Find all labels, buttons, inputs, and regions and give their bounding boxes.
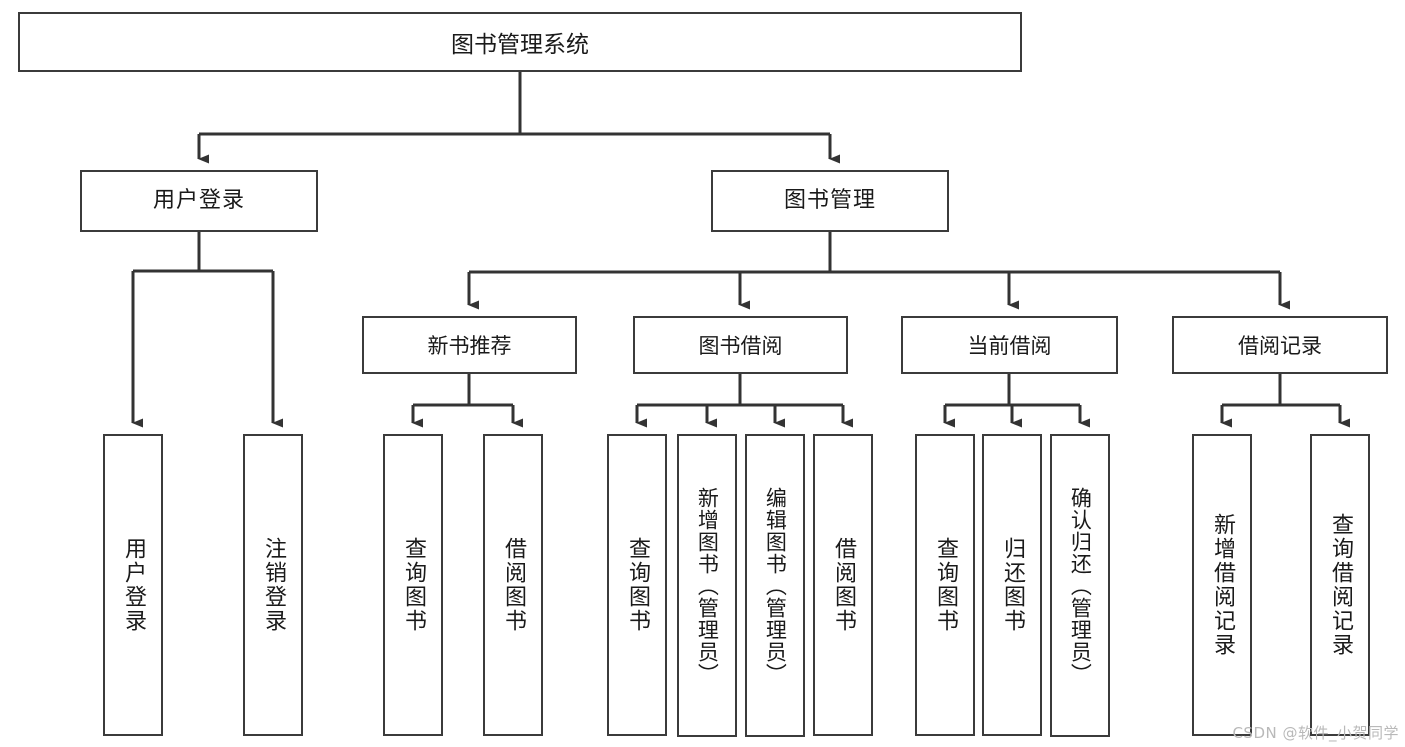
leaf-add-book-admin-label: 新增图书（管理员） <box>695 486 720 685</box>
leaf-query-book-borrow-label: 查询图书 <box>624 537 650 633</box>
leaf-edit-book-admin[interactable]: 编辑图书（管理员） <box>745 434 805 737</box>
node-new-book-recommend-label: 新书推荐 <box>427 334 512 358</box>
node-current-borrow-label: 当前借阅 <box>967 334 1052 358</box>
leaf-logout[interactable]: 注销登录 <box>243 434 303 736</box>
leaf-query-book-new[interactable]: 查询图书 <box>383 434 443 736</box>
leaf-edit-book-admin-label: 编辑图书（管理员） <box>763 486 788 685</box>
leaf-add-borrow-record-label: 新增借阅记录 <box>1209 513 1235 657</box>
node-book-management-label: 图书管理 <box>783 187 876 213</box>
csdn-watermark: CSDN @软件_小贺同学 <box>1232 724 1399 742</box>
leaf-user-login[interactable]: 用户登录 <box>103 434 163 736</box>
leaf-add-book-admin[interactable]: 新增图书（管理员） <box>677 434 737 737</box>
leaf-borrow-book-new[interactable]: 借阅图书 <box>483 434 543 736</box>
leaf-borrow-book[interactable]: 借阅图书 <box>813 434 873 736</box>
node-root-label: 图书管理系统 <box>451 32 589 58</box>
leaf-query-book-current[interactable]: 查询图书 <box>915 434 975 736</box>
leaf-query-borrow-record[interactable]: 查询借阅记录 <box>1310 434 1370 736</box>
node-user-login-label: 用户登录 <box>152 187 245 213</box>
leaf-query-book-current-label: 查询图书 <box>932 537 958 633</box>
node-current-borrow[interactable]: 当前借阅 <box>901 316 1118 374</box>
leaf-borrow-book-new-label: 借阅图书 <box>500 537 526 633</box>
leaf-user-login-label: 用户登录 <box>120 537 146 633</box>
node-new-book-recommend[interactable]: 新书推荐 <box>362 316 577 374</box>
node-book-management[interactable]: 图书管理 <box>711 170 949 232</box>
leaf-confirm-return-admin[interactable]: 确认归还（管理员） <box>1050 434 1110 737</box>
leaf-logout-label: 注销登录 <box>260 537 286 633</box>
node-book-borrow-label: 图书借阅 <box>698 334 783 358</box>
node-book-borrow[interactable]: 图书借阅 <box>633 316 848 374</box>
leaf-return-book-label: 归还图书 <box>999 537 1025 633</box>
node-user-login[interactable]: 用户登录 <box>80 170 318 232</box>
leaf-query-book-borrow[interactable]: 查询图书 <box>607 434 667 736</box>
leaf-add-borrow-record[interactable]: 新增借阅记录 <box>1192 434 1252 736</box>
leaf-confirm-return-admin-label: 确认归还（管理员） <box>1068 486 1093 685</box>
node-borrow-record-label: 借阅记录 <box>1238 334 1322 358</box>
node-borrow-record[interactable]: 借阅记录 <box>1172 316 1388 374</box>
leaf-query-borrow-record-label: 查询借阅记录 <box>1327 513 1353 657</box>
node-root[interactable]: 图书管理系统 <box>18 12 1022 72</box>
leaf-query-book-new-label: 查询图书 <box>400 537 426 633</box>
leaf-borrow-book-label: 借阅图书 <box>830 537 856 633</box>
leaf-return-book[interactable]: 归还图书 <box>982 434 1042 736</box>
